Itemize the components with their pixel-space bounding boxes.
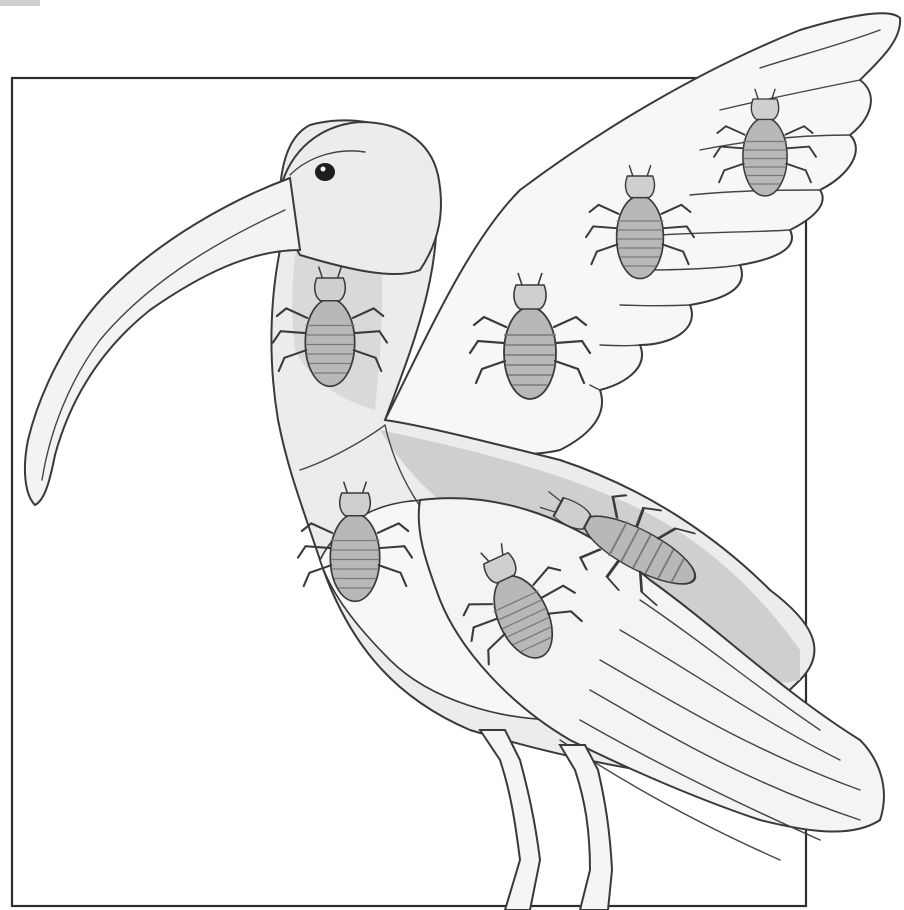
bird-legs <box>480 730 612 910</box>
bird-beak <box>25 178 300 505</box>
eye <box>315 163 335 181</box>
corner-mark <box>0 0 40 6</box>
